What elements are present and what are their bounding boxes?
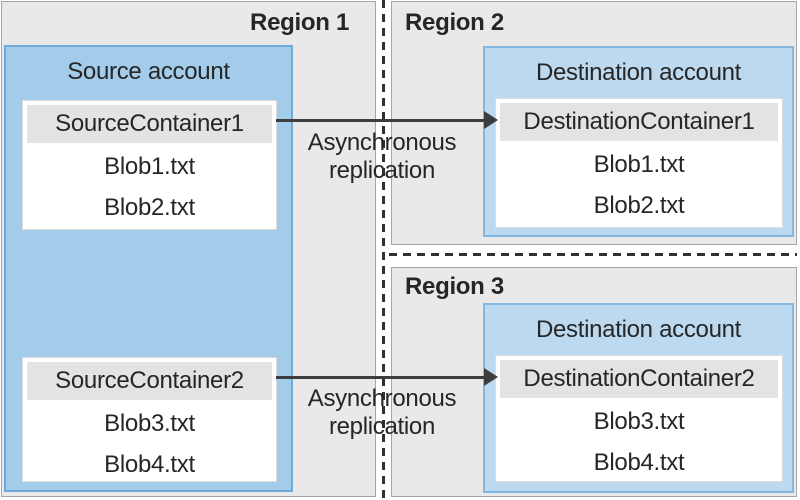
destination-account-region2-label: Destination account [535,59,742,86]
region-1-title: Region 1 [250,9,349,36]
replication-arrow-2 [276,376,486,379]
blob-item: Blob1.txt [104,152,195,180]
destination-container-2-box: DestinationContainer2 Blob3.txt Blob4.tx… [495,355,783,482]
replication-arrow-2-head-icon [484,368,498,386]
destination-container-2-name: DestinationContainer2 [500,360,778,398]
destination-container-1-name: DestinationContainer1 [500,103,778,141]
blob-item: Blob2.txt [593,191,685,219]
source-container-1-box: SourceContainer1 Blob1.txt Blob2.txt [22,100,277,230]
region-boundary-vertical-dashed-line [382,0,385,500]
region-3-title: Region 3 [405,273,504,300]
replication-arrow-1-label: Asynchronous replication [307,129,457,184]
region-2-title: Region 2 [405,9,504,36]
blob-item: Blob3.txt [104,409,195,437]
destination-container-1-blob-list: Blob1.txt Blob2.txt [500,141,778,226]
source-container-2-blob-list: Blob3.txt Blob4.txt [27,400,272,485]
source-container-1-name: SourceContainer1 [27,105,272,143]
destination-container-2-blob-list: Blob3.txt Blob4.txt [500,398,778,483]
destination-account-region3-label: Destination account [535,316,742,343]
source-container-1-blob-list: Blob1.txt Blob2.txt [27,143,272,228]
source-container-2-box: SourceContainer2 Blob3.txt Blob4.txt [22,357,277,482]
replication-arrow-2-label: Asynchronous replication [307,385,457,440]
replication-arrow-1-head-icon [484,111,498,129]
blob-item: Blob3.txt [593,407,685,435]
destination-container-1-box: DestinationContainer1 Blob1.txt Blob2.tx… [495,98,783,228]
blob-item: Blob2.txt [104,193,195,221]
blob-item: Blob4.txt [593,448,685,476]
source-account-label: Source account [67,58,230,85]
region-boundary-horizontal-dashed-line [389,253,797,256]
source-container-2-name: SourceContainer2 [27,362,272,400]
blob-item: Blob1.txt [593,150,685,178]
blob-item: Blob4.txt [104,450,195,478]
replication-arrow-1 [276,119,486,122]
